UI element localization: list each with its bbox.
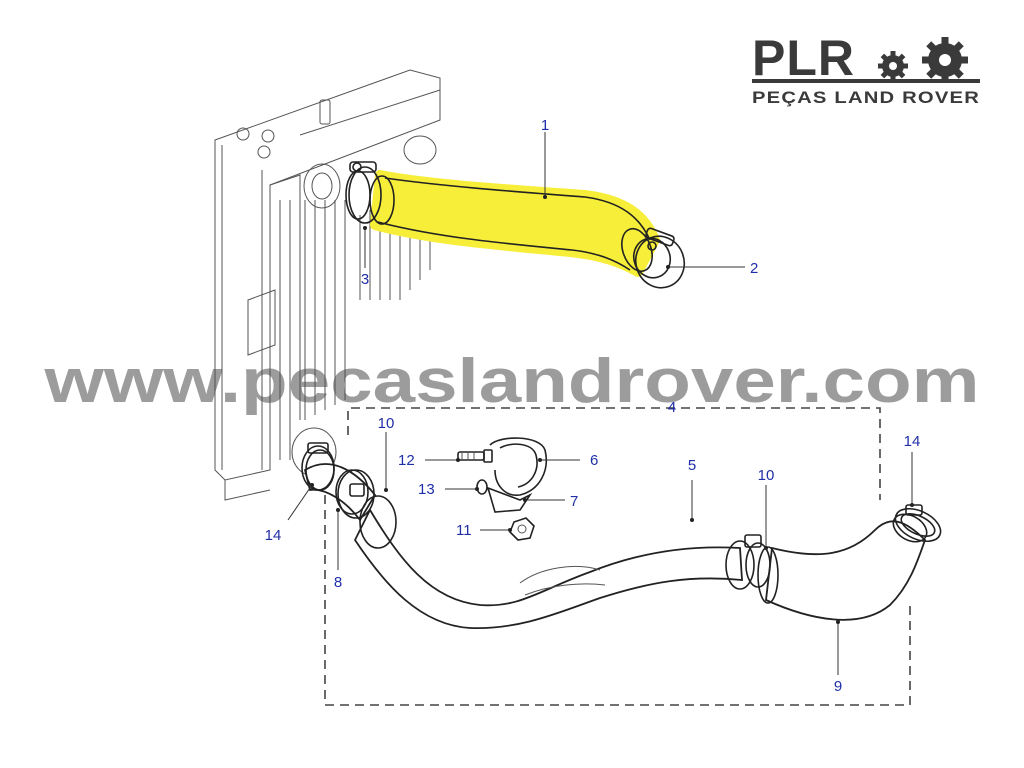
callout-13[interactable]: 13 — [418, 481, 435, 498]
hose-clamp-14-right[interactable] — [890, 502, 945, 548]
logo-brand: PLR — [752, 30, 855, 86]
hose-clamp-14-left[interactable] — [301, 442, 335, 491]
plr-logo[interactable]: PLR — [752, 30, 980, 107]
callout-9[interactable]: 9 — [834, 678, 842, 695]
washer-13[interactable] — [476, 479, 488, 495]
callout-8[interactable]: 8 — [334, 574, 342, 591]
logo-tagline: PEÇAS LAND ROVER — [752, 88, 980, 107]
bracket-6[interactable] — [489, 437, 547, 496]
gears-icon — [878, 37, 968, 83]
radiator — [214, 69, 441, 501]
callout-14-left[interactable]: 14 — [265, 527, 282, 544]
leader-lines — [287, 132, 913, 675]
callout-7[interactable]: 7 — [570, 493, 578, 510]
hose-clamp-3[interactable] — [345, 161, 382, 224]
hose-clamp-10-right[interactable] — [725, 534, 771, 590]
hose-sleeve-8[interactable] — [303, 449, 397, 549]
callout-10-left[interactable]: 10 — [378, 415, 395, 432]
lower-hose-9[interactable] — [757, 509, 932, 621]
callout-1[interactable]: 1 — [541, 117, 549, 134]
callout-10-right[interactable]: 10 — [758, 467, 775, 484]
nut-11[interactable] — [509, 517, 535, 541]
callout-4[interactable]: 4 — [668, 399, 676, 416]
hose-clamp-2[interactable] — [628, 227, 691, 295]
bolt-12[interactable] — [457, 449, 493, 463]
hose-clamp-10-left[interactable] — [337, 469, 375, 519]
website-watermark: www.pecaslandrover.com — [43, 347, 979, 416]
top-hose-highlighted[interactable] — [369, 170, 660, 277]
logo-rule — [752, 79, 980, 83]
assembly-box-4 — [324, 407, 911, 706]
callouts: 1 2 3 4 5 6 7 8 9 10 10 11 12 13 14 14 — [265, 117, 921, 695]
callout-2[interactable]: 2 — [750, 260, 758, 277]
callout-3[interactable]: 3 — [361, 271, 369, 288]
callout-5[interactable]: 5 — [688, 457, 696, 474]
clip-7[interactable] — [486, 486, 533, 513]
callout-12[interactable]: 12 — [398, 452, 415, 469]
lower-hose-5[interactable] — [353, 508, 743, 629]
leader-dots — [310, 195, 914, 624]
callout-6[interactable]: 6 — [590, 452, 598, 469]
callout-14-right[interactable]: 14 — [904, 433, 921, 450]
callout-11[interactable]: 11 — [456, 522, 472, 539]
